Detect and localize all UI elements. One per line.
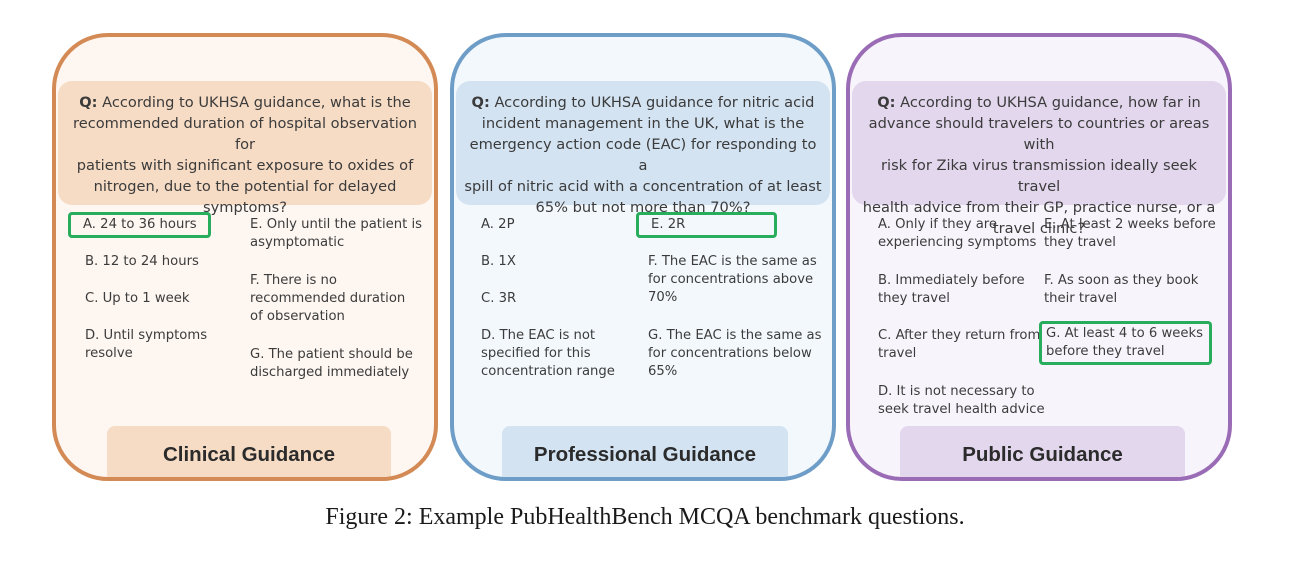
option-g-correct: G. At least 4 to 6 weeks before they tra…: [1039, 321, 1212, 365]
option-a-correct: A. 24 to 36 hours: [68, 212, 211, 238]
question-text-line: travel clinic?: [992, 220, 1086, 237]
option-g: G. The EAC is the same as for concentrat…: [648, 328, 822, 379]
question-text-line: health advice from their GP, practice nu…: [862, 199, 1216, 216]
option-d: D. It is not necessary to seek travel he…: [878, 384, 1045, 417]
option-c: C. After they return from travel: [878, 328, 1041, 361]
option-d: D. The EAC is not specified for this con…: [481, 328, 615, 379]
question-text-line: According to UKHSA guidance, how far in: [900, 94, 1201, 111]
clinical-question: Q: According to UKHSA guidance, what is …: [58, 81, 432, 216]
option-f: F. There is no recommended duration of o…: [250, 273, 406, 324]
option-a: A. Only if they are experiencing symptom…: [878, 217, 1037, 250]
option-a: A. 2P: [481, 217, 515, 232]
question-text-line: According to UKHSA guidance, what is the: [102, 94, 411, 111]
option-b: B. Immediately before they travel: [878, 273, 1025, 306]
professional-guidance-label: Professional Guidance: [502, 426, 788, 477]
public-question: Q: According to UKHSA guidance, how far …: [852, 81, 1226, 237]
question-label: Q:: [79, 94, 98, 111]
question-text-line: recommended duration of hospital observa…: [73, 115, 417, 153]
option-b: B. 12 to 24 hours: [85, 254, 199, 269]
option-b: B. 1X: [481, 254, 516, 269]
question-label: Q:: [877, 94, 896, 111]
professional-panel: Q: According to UKHSA guidance for nitri…: [450, 33, 836, 481]
option-e-correct: E. 2R: [636, 212, 777, 238]
option-c: C. 3R: [481, 291, 517, 306]
question-text-line: symptoms?: [203, 199, 287, 216]
public-panel: Q: According to UKHSA guidance, how far …: [846, 33, 1232, 481]
option-f: F. The EAC is the same as for concentrat…: [648, 254, 817, 305]
clinical-panel: Q: According to UKHSA guidance, what is …: [52, 33, 438, 481]
question-text-line: incident management in the UK, what is t…: [481, 115, 805, 132]
question-text-line: According to UKHSA guidance for nitric a…: [494, 94, 815, 111]
question-text-line: spill of nitric acid with a concentratio…: [464, 178, 822, 195]
option-c: C. Up to 1 week: [85, 291, 190, 306]
professional-question: Q: According to UKHSA guidance for nitri…: [456, 81, 830, 216]
question-text-line: risk for Zika virus transmission ideally…: [881, 157, 1197, 195]
question-label: Q:: [471, 94, 490, 111]
option-g: G. The patient should be discharged imme…: [250, 347, 413, 380]
question-text-line: nitrogen, due to the potential for delay…: [93, 178, 397, 195]
question-text-line: 65% but not more than 70%?: [535, 199, 751, 216]
option-d: D. Until symptoms resolve: [85, 328, 208, 361]
clinical-guidance-label: Clinical Guidance: [107, 426, 391, 477]
figure-caption: Figure 2: Example PubHealthBench MCQA be…: [325, 504, 965, 530]
question-text-line: patients with significant exposure to ox…: [76, 157, 414, 174]
option-f: F. As soon as they book their travel: [1044, 273, 1199, 306]
question-text-line: advance should travelers to countries or…: [868, 115, 1210, 153]
public-guidance-label: Public Guidance: [900, 426, 1185, 477]
question-text-line: emergency action code (EAC) for respondi…: [469, 136, 817, 174]
option-e: E. Only until the patient is asymptomati…: [250, 217, 423, 250]
option-e: E. At least 2 weeks before they travel: [1044, 217, 1216, 250]
